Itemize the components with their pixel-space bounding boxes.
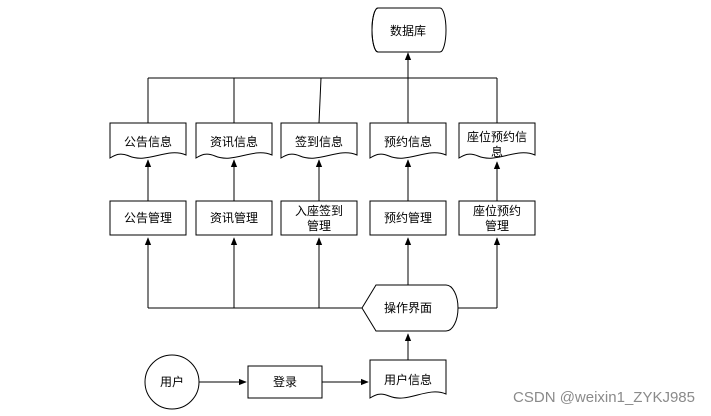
user-info-doc: 用户信息	[369, 359, 447, 399]
operation-interface-label: 操作界面	[384, 300, 432, 315]
login-label: 登录	[273, 374, 297, 389]
user-label: 用户	[160, 374, 184, 389]
booking-mgmt-module: 预约管理	[369, 200, 447, 236]
news-mgmt-module: 资讯管理	[195, 200, 273, 236]
booking-doc-label: 预约信息	[384, 134, 432, 149]
signin-doc: 签到信息	[280, 122, 358, 159]
database-node: 数据库	[371, 7, 447, 53]
signin-mgmt-label-2: 管理	[307, 218, 331, 233]
seat-booking-doc: 座位预约信 息	[458, 122, 536, 159]
login-node: 登录	[247, 365, 323, 399]
seat-booking-doc-label-2: 息	[491, 144, 503, 159]
announcement-mgmt-module: 公告管理	[109, 200, 187, 236]
announcement-doc: 公告信息	[109, 122, 187, 159]
booking-doc: 预约信息	[369, 122, 447, 159]
user-info-label: 用户信息	[384, 372, 432, 387]
database-label: 数据库	[390, 23, 426, 38]
announcement-mgmt-label: 公告管理	[124, 210, 172, 225]
signin-mgmt-module: 入座签到 管理	[280, 200, 358, 236]
seat-booking-mgmt-label-1: 座位预约	[473, 203, 521, 218]
news-mgmt-label: 资讯管理	[210, 210, 258, 225]
seat-booking-mgmt-module: 座位预约 管理	[458, 200, 536, 236]
seat-booking-doc-label-1: 座位预约信	[467, 129, 527, 144]
signin-doc-link	[318, 77, 322, 124]
news-doc-label: 资讯信息	[210, 134, 258, 149]
watermark-text: CSDN @weixin1_ZYKJ985	[513, 389, 695, 406]
announcement-doc-label: 公告信息	[124, 134, 172, 149]
user-node: 用户	[144, 354, 200, 410]
seat-booking-mgmt-label-2: 管理	[485, 218, 509, 233]
booking-mgmt-label: 预约管理	[384, 210, 432, 225]
operation-interface-node: 操作界面	[361, 284, 459, 332]
signin-mgmt-label-1: 入座签到	[295, 203, 343, 218]
signin-doc-label: 签到信息	[295, 134, 343, 149]
news-doc: 资讯信息	[195, 122, 273, 159]
